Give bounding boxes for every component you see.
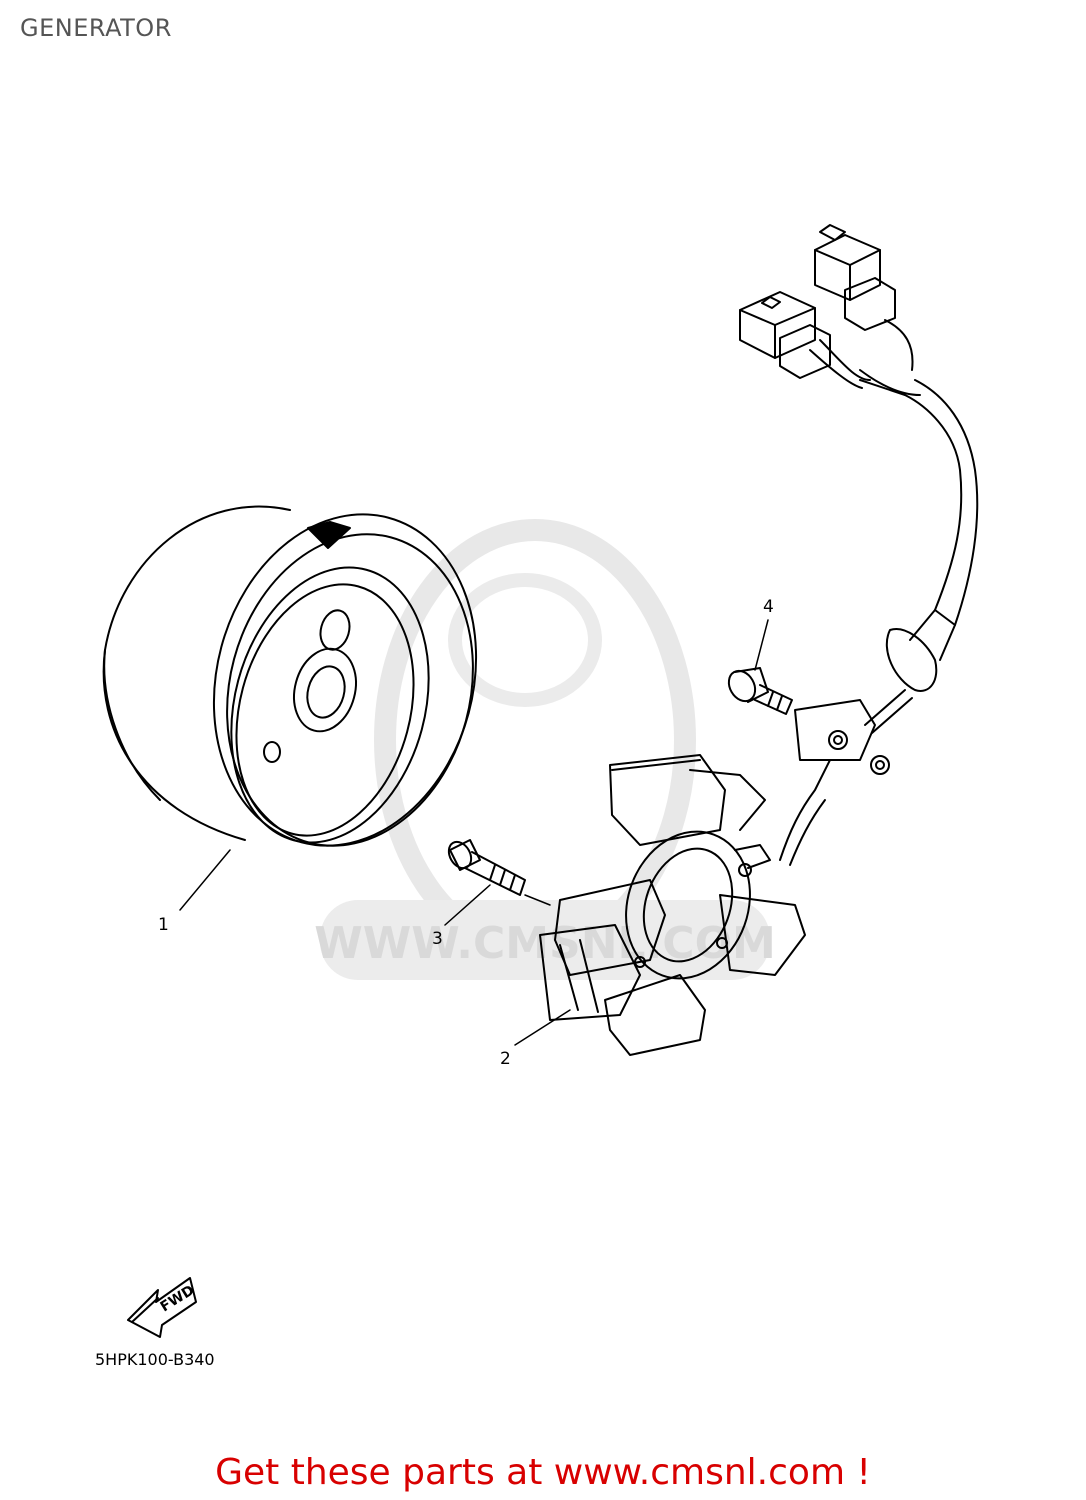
callout-4: 4 [763,597,774,617]
bolt-part [447,839,526,896]
fwd-arrow-icon [127,1277,197,1338]
callout-2: 2 [500,1049,511,1069]
watermark-logo: WWW.CMSNL.COM [314,519,776,980]
callout-3: 3 [432,929,443,949]
footer-banner: Get these parts at www.cmsnl.com ! [0,1452,1086,1493]
page-title: GENERATOR [20,14,172,42]
footer-link[interactable]: www.cmsnl.com [553,1452,846,1493]
watermark-text: WWW.CMSNL.COM [314,918,776,969]
stator-part [539,754,806,1056]
footer-suffix: ! [845,1452,871,1493]
footer-prefix: Get these parts at [215,1452,554,1493]
rotor-part [102,505,478,847]
wire-harness [779,319,979,866]
leader-lines [179,619,769,1046]
screw-part [727,667,793,715]
connectors [739,224,896,379]
diagram-code: 5HPK100-B340 [95,1350,215,1369]
callout-1: 1 [158,915,169,935]
